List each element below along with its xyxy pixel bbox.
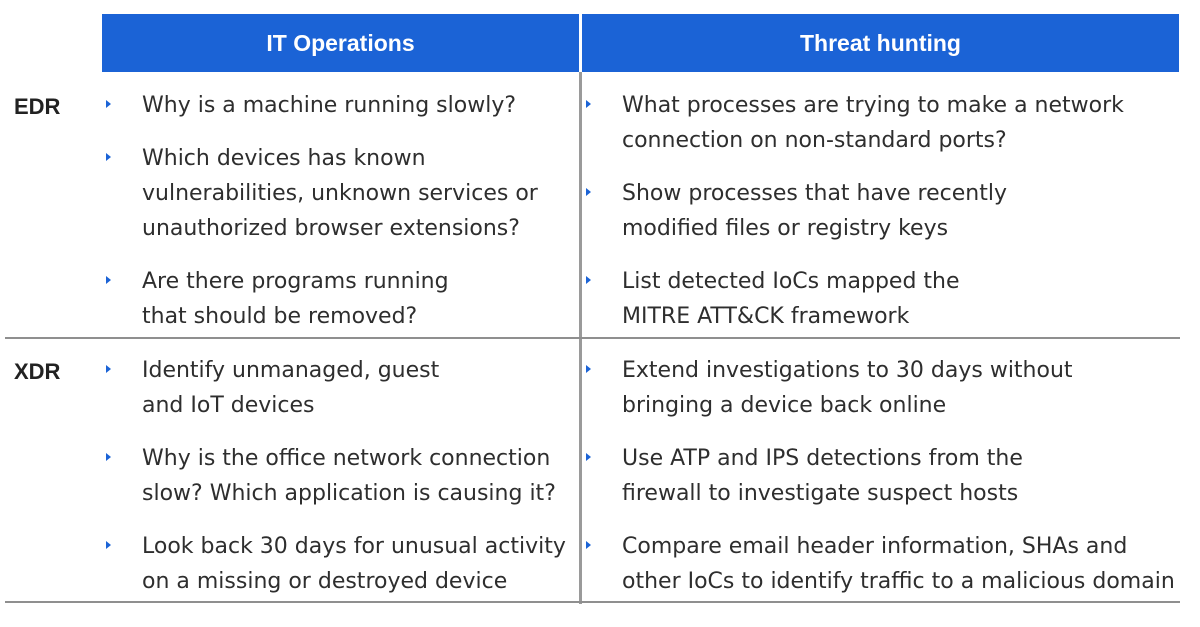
table-bottom-rule xyxy=(5,601,1180,603)
list-item: Why is the office network connection slo… xyxy=(102,441,572,511)
triangle-right-icon xyxy=(106,153,111,161)
list-item: Use ATP and IPS detections from the fire… xyxy=(582,441,1177,511)
row-label-edr: EDR xyxy=(14,94,61,119)
xdr-it-operations-list: Identify unmanaged, guest and IoT device… xyxy=(102,353,572,599)
triangle-right-icon xyxy=(586,188,591,196)
list-item: Are there programs running that should b… xyxy=(102,264,572,334)
triangle-right-icon xyxy=(106,365,111,373)
list-item: Extend investigations to 30 days without… xyxy=(582,353,1177,423)
list-item: List detected IoCs mapped the MITRE ATT&… xyxy=(582,264,1177,334)
triangle-right-icon xyxy=(586,541,591,549)
list-item: Compare email header information, SHAs a… xyxy=(582,529,1177,599)
triangle-right-icon xyxy=(106,453,111,461)
list-item: Show processes that have recently modifi… xyxy=(582,176,1177,246)
list-item-text: Why is the office network connection slo… xyxy=(142,446,556,506)
list-item-text: Identify unmanaged, guest and IoT device… xyxy=(142,358,440,418)
edr-it-operations-list: Why is a machine running slowly? Which d… xyxy=(102,88,572,334)
row-label-xdr: XDR xyxy=(14,359,61,384)
list-item: Identify unmanaged, guest and IoT device… xyxy=(102,353,572,423)
triangle-right-icon xyxy=(106,276,111,284)
triangle-right-icon xyxy=(586,453,591,461)
triangle-right-icon xyxy=(586,276,591,284)
column-header-it-operations: IT Operations xyxy=(102,14,579,72)
list-item-text: Extend investigations to 30 days without… xyxy=(622,358,1073,418)
list-item-text: Show processes that have recently modifi… xyxy=(622,181,1007,241)
triangle-right-icon xyxy=(106,541,111,549)
triangle-right-icon xyxy=(586,100,591,108)
list-item: Why is a machine running slowly? xyxy=(102,88,572,123)
row-divider xyxy=(5,337,1180,339)
xdr-threat-hunting-list: Extend investigations to 30 days without… xyxy=(582,353,1177,599)
list-item-text: Use ATP and IPS detections from the fire… xyxy=(622,446,1023,506)
triangle-right-icon xyxy=(586,365,591,373)
list-item-text: List detected IoCs mapped the MITRE ATT&… xyxy=(622,269,960,329)
list-item-text: Which devices has known vulnerabilities,… xyxy=(142,146,538,241)
list-item: Which devices has known vulnerabilities,… xyxy=(102,141,572,246)
triangle-right-icon xyxy=(106,100,111,108)
column-header-threat-hunting: Threat hunting xyxy=(582,14,1179,72)
list-item-text: Compare email header information, SHAs a… xyxy=(622,534,1175,594)
list-item: Look back 30 days for unusual activity o… xyxy=(102,529,572,599)
list-item-text: Why is a machine running slowly? xyxy=(142,93,517,118)
list-item-text: What processes are trying to make a netw… xyxy=(622,93,1124,153)
list-item-text: Look back 30 days for unusual activity o… xyxy=(142,534,566,594)
edr-threat-hunting-list: What processes are trying to make a netw… xyxy=(582,88,1177,334)
list-item: What processes are trying to make a netw… xyxy=(582,88,1177,158)
list-item-text: Are there programs running that should b… xyxy=(142,269,449,329)
